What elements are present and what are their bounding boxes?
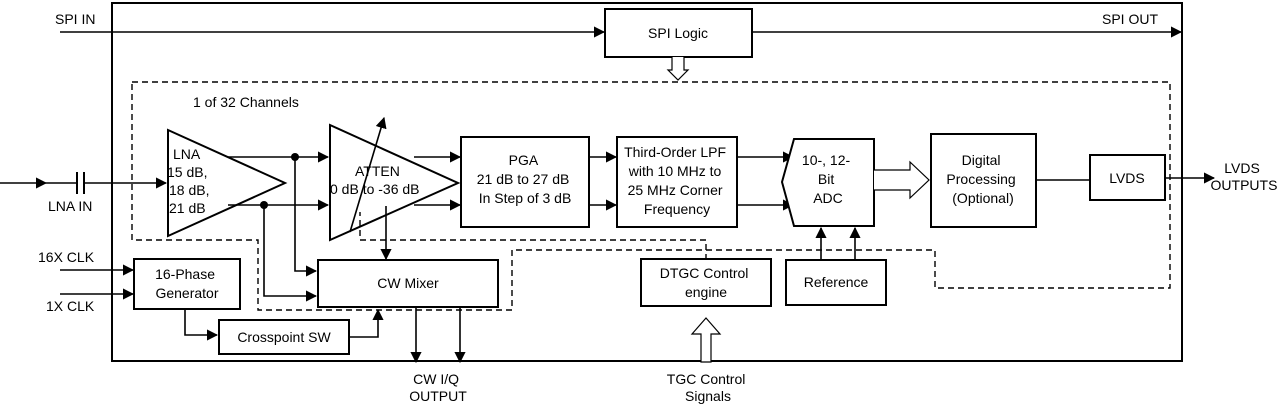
reference-label: Reference	[804, 274, 869, 290]
adc-label: 10-, 12- Bit ADC	[802, 152, 854, 206]
cw-mixer-block	[317, 259, 499, 308]
lpf-label: Third-Order LPF with 10 MHz to 25 MHz Co…	[624, 144, 730, 217]
adc-block	[780, 138, 875, 227]
tgc-signals-label: TGC Control Signals	[667, 371, 749, 404]
pga-block	[460, 136, 590, 228]
tgc-signals-arrow	[690, 317, 722, 363]
crosspoint-switch-block	[218, 319, 350, 355]
clk16-label: 16X CLK	[38, 249, 95, 265]
spi-out-label: SPI OUT	[1102, 11, 1158, 27]
lpf-block	[616, 136, 738, 228]
spi-control-bus-arrow	[666, 57, 690, 81]
channel-label: 1 of 32 Channels	[193, 94, 299, 110]
phase-generator-label: 16-Phase Generator	[155, 266, 219, 301]
atten-variable-arrow	[349, 116, 387, 233]
lvds-label: LVDS	[1109, 170, 1145, 186]
atten-label: ATTEN 0 dB to -36 dB	[330, 163, 420, 197]
chip-boundary	[111, 2, 1183, 362]
lvds-block	[1089, 154, 1166, 201]
lna-in-label: LNA IN	[48, 198, 92, 214]
reference-block	[785, 259, 887, 306]
adc-digital-bus-arrow	[874, 160, 930, 200]
digital-processing-label: Digital Processing (Optional)	[946, 152, 1019, 206]
cw-mixer-label: CW Mixer	[377, 275, 439, 291]
phase-gen-to-crosspoint-wire	[184, 309, 219, 341]
crosspoint-switch-label: Crosspoint SW	[237, 329, 331, 345]
clk1-label: 1X CLK	[46, 298, 95, 314]
phase-generator-block	[133, 258, 241, 310]
lna-amplifier	[167, 128, 288, 238]
spi-logic-block	[604, 8, 753, 58]
cw-tap-bottom	[263, 205, 318, 302]
lvds-outputs-label: LVDS OUTPUTS	[1211, 160, 1278, 193]
digital-processing-block	[930, 133, 1037, 228]
dtgc-control-route	[359, 212, 707, 260]
pga-label: PGA 21 dB to 27 dB In Step of 3 dB	[477, 152, 574, 206]
cw-tap-top	[294, 157, 318, 277]
spi-in-label: SPI IN	[55, 11, 95, 27]
dtgc-engine-block	[640, 258, 772, 307]
spi-logic-label: SPI Logic	[648, 25, 708, 41]
crosspoint-to-mixer-wire	[349, 308, 384, 338]
cw-output-label: CW I/Q OUTPUT	[409, 371, 467, 404]
lna-label: LNA 15 dB, 18 dB, 21 dB	[167, 146, 213, 216]
atten-block	[329, 123, 461, 242]
dtgc-engine-label: DTGC Control engine	[660, 265, 753, 300]
channel-boundary	[131, 81, 1171, 311]
